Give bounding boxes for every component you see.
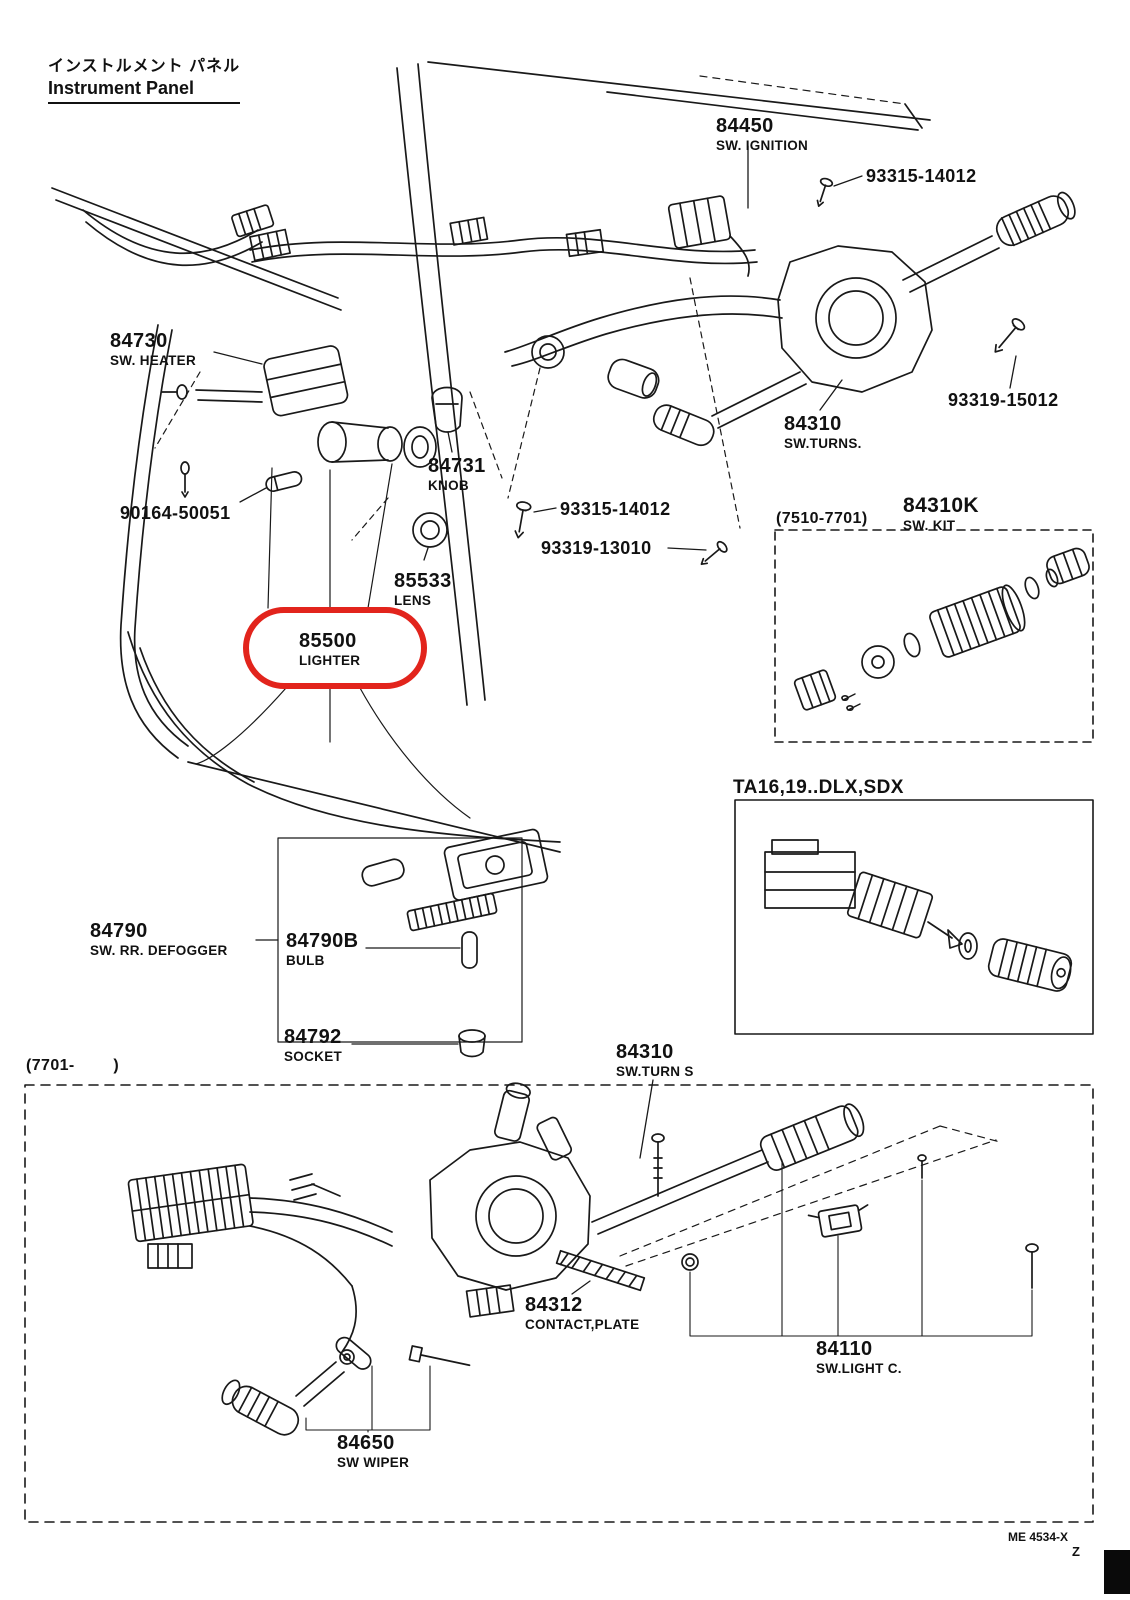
part-code: 84792 bbox=[284, 1026, 342, 1048]
corner-mark: Z bbox=[1072, 1544, 1080, 1559]
part-name: SOCKET bbox=[284, 1049, 343, 1064]
part-name: CONTACT,PLATE bbox=[525, 1317, 640, 1332]
socket-icon bbox=[458, 1029, 486, 1043]
late-box-border bbox=[24, 1084, 1094, 1523]
lens-icon bbox=[412, 512, 448, 548]
part-code: 84650 bbox=[337, 1432, 395, 1454]
part-code: 84110 bbox=[816, 1338, 873, 1360]
callout-lighter-highlighted: 85500 LIGHTER bbox=[299, 630, 360, 669]
kit-box-border bbox=[774, 529, 1094, 743]
kit-date-caption: (7510-7701) bbox=[776, 510, 868, 527]
callout-sw-kit: 84310K SW. KIT bbox=[903, 494, 979, 534]
rocker-switch-icon bbox=[443, 828, 549, 901]
callout-screw-top: 93315-14012 bbox=[866, 166, 977, 186]
callout-screw-mid2: 93319-13010 bbox=[541, 538, 652, 558]
callout-sw-turns-lower: 84310 SW.TURN S bbox=[616, 1041, 694, 1080]
part-code: 84450 bbox=[716, 115, 774, 137]
title-english: Instrument Panel bbox=[48, 78, 195, 98]
part-name: SW. KIT bbox=[903, 518, 956, 534]
part-name: SW. HEATER bbox=[110, 353, 197, 368]
part-code: 84312 bbox=[525, 1294, 583, 1316]
turn-stalk-knob-icon bbox=[759, 1103, 865, 1171]
title-japanese: インストルメント パネル bbox=[48, 58, 241, 75]
connector-icon bbox=[231, 204, 275, 238]
variant-caption: TA16,19..DLX,SDX bbox=[733, 777, 904, 798]
knob-icon bbox=[431, 386, 463, 433]
clamp-bracket-icon bbox=[807, 1204, 869, 1238]
scan-corner-artifact bbox=[1104, 1550, 1130, 1594]
bulb-icon bbox=[265, 471, 303, 493]
callout-contact-plate: 84312 CONTACT,PLATE bbox=[525, 1294, 639, 1333]
callout-sw-light-control: 84110 SW.LIGHT C. bbox=[816, 1338, 902, 1377]
lighter-knob-icon bbox=[987, 938, 1073, 992]
callout-sw-wiper: 84650 SW WIPER bbox=[337, 1432, 409, 1471]
part-name: SW.TURN S bbox=[616, 1064, 694, 1079]
late-box-caption: (7701- ) bbox=[26, 1057, 120, 1074]
callout-screw-mid: 93315-14012 bbox=[560, 499, 671, 519]
callout-bulb: 84790B BULB bbox=[286, 930, 358, 969]
stalk-knob-icon bbox=[995, 191, 1076, 247]
part-code: 84790 bbox=[90, 920, 148, 942]
part-name: SW.LIGHT C. bbox=[816, 1361, 902, 1376]
part-name: LIGHTER bbox=[299, 653, 361, 668]
part-name: BULB bbox=[286, 953, 325, 968]
ignition-switch-icon bbox=[667, 195, 732, 249]
callout-sw-rr-defogger: 84790 SW. RR. DEFOGGER bbox=[90, 920, 228, 959]
screw-icon bbox=[514, 501, 532, 539]
callout-sw-heater: 84730 SW. HEATER bbox=[110, 330, 196, 369]
part-code: 84310 bbox=[616, 1041, 674, 1063]
highlight-oval bbox=[243, 607, 427, 689]
bolt-icon bbox=[994, 318, 1026, 353]
callout-bolt-right: 93319-15012 bbox=[948, 390, 1059, 410]
part-code: 85533 bbox=[394, 570, 452, 592]
part-name: LENS bbox=[394, 593, 432, 608]
part-code: 84731 bbox=[428, 455, 486, 477]
heater-switch-icon bbox=[263, 345, 349, 417]
callout-knob: 84731 KNOB bbox=[428, 455, 486, 494]
screw-icon bbox=[700, 540, 728, 566]
page-title: インストルメント パネル Instrument Panel bbox=[48, 52, 241, 104]
callout-sw-ignition: 84450 SW. IGNITION bbox=[716, 115, 808, 154]
screw-icon bbox=[816, 177, 834, 208]
part-name: SW.TURNS. bbox=[784, 436, 862, 451]
callout-socket: 84792 SOCKET bbox=[284, 1026, 342, 1065]
bulb-capsule-icon bbox=[461, 931, 478, 969]
part-name: SW. IGNITION bbox=[716, 138, 809, 153]
callout-bulb-small: 90164-50051 bbox=[120, 503, 231, 523]
part-name: SW WIPER bbox=[337, 1455, 410, 1470]
part-name: SW. RR. DEFOGGER bbox=[90, 943, 228, 958]
connector-block-icon bbox=[127, 1163, 254, 1243]
part-code: 84310 bbox=[784, 413, 842, 435]
callout-lens: 85533 LENS bbox=[394, 570, 452, 609]
contact-plate-icon bbox=[555, 1249, 646, 1292]
part-code: 85500 bbox=[299, 630, 357, 652]
part-code: 84310K bbox=[903, 494, 979, 517]
part-name: KNOB bbox=[428, 478, 469, 493]
part-code: 84790B bbox=[286, 930, 359, 952]
part-code: 84730 bbox=[110, 330, 168, 352]
figure-reference: ME 4534-X bbox=[1008, 1530, 1069, 1544]
callout-sw-turns-upper: 84310 SW.TURNS. bbox=[784, 413, 862, 452]
lighter-body-icon bbox=[929, 584, 1026, 658]
variant-box-border bbox=[734, 799, 1094, 1035]
